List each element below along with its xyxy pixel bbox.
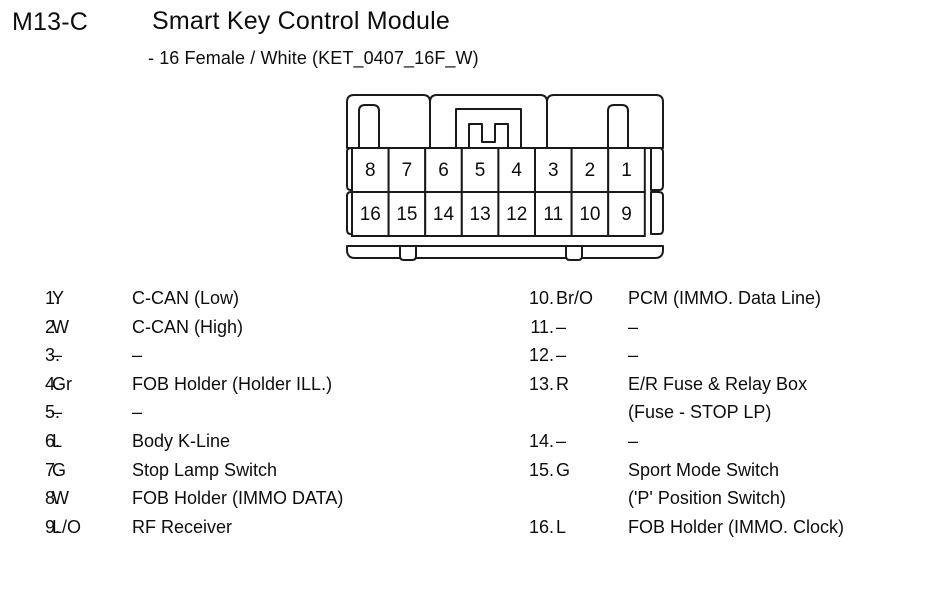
- pin-description: C-CAN (Low): [132, 288, 240, 308]
- pin-number-12: 12: [506, 204, 527, 225]
- pin-description: FOB Holder (IMMO. Clock): [628, 516, 845, 537]
- pin-description: PCM (IMMO. Data Line): [628, 288, 822, 308]
- pin-cell-5: [460, 147, 500, 193]
- pin-index: 10.: [528, 288, 554, 308]
- pin-number-13: 13: [470, 204, 491, 225]
- connector-flange-right-top: [650, 147, 664, 191]
- pin-wire-color: –: [556, 430, 567, 451]
- pin-number-5: 5: [475, 160, 486, 181]
- pin-number-3: 3: [548, 160, 559, 181]
- pin-wire-color: L: [52, 430, 63, 451]
- pin-cell-13: [460, 191, 500, 237]
- pin-description: E/R Fuse & Relay Box: [628, 373, 808, 394]
- connector-outer-housing: [346, 245, 664, 259]
- pin-cell-16: [351, 191, 390, 237]
- pin-wire-color: W: [52, 316, 69, 337]
- pin-description: –: [628, 430, 639, 451]
- pin-number-16: 16: [360, 204, 381, 225]
- pin-cell-9: [607, 191, 646, 237]
- pin-wire-color: –: [556, 316, 567, 337]
- pin-description: C-CAN (High): [132, 316, 244, 337]
- pin-description: –: [628, 316, 639, 337]
- pin-wire-color: –: [556, 345, 567, 366]
- pin-wire-color: R: [556, 373, 569, 394]
- connector-shell-right: [546, 94, 664, 149]
- pin-number-15: 15: [396, 204, 417, 225]
- pin-index: 5.: [44, 402, 60, 423]
- pin-number-6: 6: [438, 160, 449, 181]
- pin-number-7: 7: [402, 160, 413, 181]
- pin-wire-color: Br/O: [556, 288, 594, 308]
- pin-wire-color: G: [556, 459, 571, 480]
- pin-number-2: 2: [585, 160, 596, 181]
- pin-grid-bottom-row: 16 15 14 13 12 11 10 9: [351, 191, 646, 237]
- pin-cell-7: [387, 147, 427, 193]
- pin-description: (Fuse - STOP LP): [628, 402, 772, 423]
- pin-wire-color: W: [52, 488, 69, 509]
- pin-wire-color: Y: [52, 288, 65, 308]
- pin-number-14: 14: [433, 204, 455, 225]
- pin-wire-color: Gr: [52, 373, 72, 394]
- pin-index: 3.: [44, 345, 60, 366]
- pin-index: 8.: [44, 488, 60, 509]
- pin-description: Body K-Line: [132, 430, 231, 451]
- module-title: Smart Key Control Module: [152, 7, 450, 35]
- pin-index: 13.: [528, 373, 554, 394]
- pin-description: –: [132, 345, 143, 366]
- pin-number-9: 9: [621, 204, 632, 225]
- pin-cell-15: [387, 191, 427, 237]
- pin-description: Sport Mode Switch: [628, 459, 780, 480]
- pin-index: 7.: [44, 459, 60, 480]
- connector-center-latch-keyway: [455, 108, 522, 149]
- pin-wire-color: L: [556, 516, 567, 537]
- connector-flange-right-bottom: [650, 191, 664, 235]
- pin-cell-12: [497, 191, 536, 237]
- pin-description: –: [628, 345, 639, 366]
- connector-code: M13-C: [12, 8, 89, 36]
- pin-number-11: 11: [543, 204, 563, 225]
- pin-description: –: [132, 402, 143, 423]
- pin-index: 16.: [528, 516, 554, 537]
- pin-cell-8: [351, 147, 390, 193]
- pin-wire-color: L/O: [52, 516, 82, 537]
- pin-index: 2.: [44, 316, 60, 337]
- pin-index: 15.: [528, 459, 554, 480]
- connector-diagram: 8 7 6 5 4 3 2 1 16 15 14 1: [325, 82, 685, 272]
- pin-index: 12.: [528, 345, 554, 366]
- pin-description: RF Receiver: [132, 516, 233, 537]
- pin-description: Stop Lamp Switch: [132, 459, 278, 480]
- pin-description: FOB Holder (IMMO DATA): [132, 488, 344, 509]
- pin-index: 6.: [44, 430, 60, 451]
- pin-wire-color: G: [52, 459, 67, 480]
- connector-tab-slot-right: [607, 104, 629, 149]
- pin-cell-4: [497, 147, 536, 193]
- pin-index: 1.: [44, 288, 60, 308]
- pin-cell-10: [570, 191, 610, 237]
- pin-description: ('P' Position Switch): [628, 488, 786, 509]
- pin-number-10: 10: [579, 204, 600, 225]
- pin-number-4: 4: [511, 160, 522, 181]
- connector-bottom-tab-right: [565, 245, 583, 261]
- pin-wire-color: –: [52, 402, 63, 423]
- pin-number-1: 1: [621, 160, 632, 181]
- connector-tab-slot-left: [358, 104, 380, 149]
- pin-number-8: 8: [365, 160, 376, 181]
- connector-bottom-tab-left: [399, 245, 417, 261]
- pin-index: 9.: [44, 516, 60, 537]
- pin-index: 14.: [528, 430, 554, 451]
- pin-index: 11.: [530, 316, 554, 337]
- pin-wire-color: –: [52, 345, 63, 366]
- connector-spec: - 16 Female / White (KET_0407_16F_W): [148, 48, 479, 68]
- pin-cell-11: [534, 191, 573, 237]
- pin-index: 4.: [44, 373, 60, 394]
- pin-grid-top-row: 8 7 6 5 4 3 2 1: [351, 147, 646, 193]
- pin-description: FOB Holder (Holder ILL.): [132, 373, 333, 394]
